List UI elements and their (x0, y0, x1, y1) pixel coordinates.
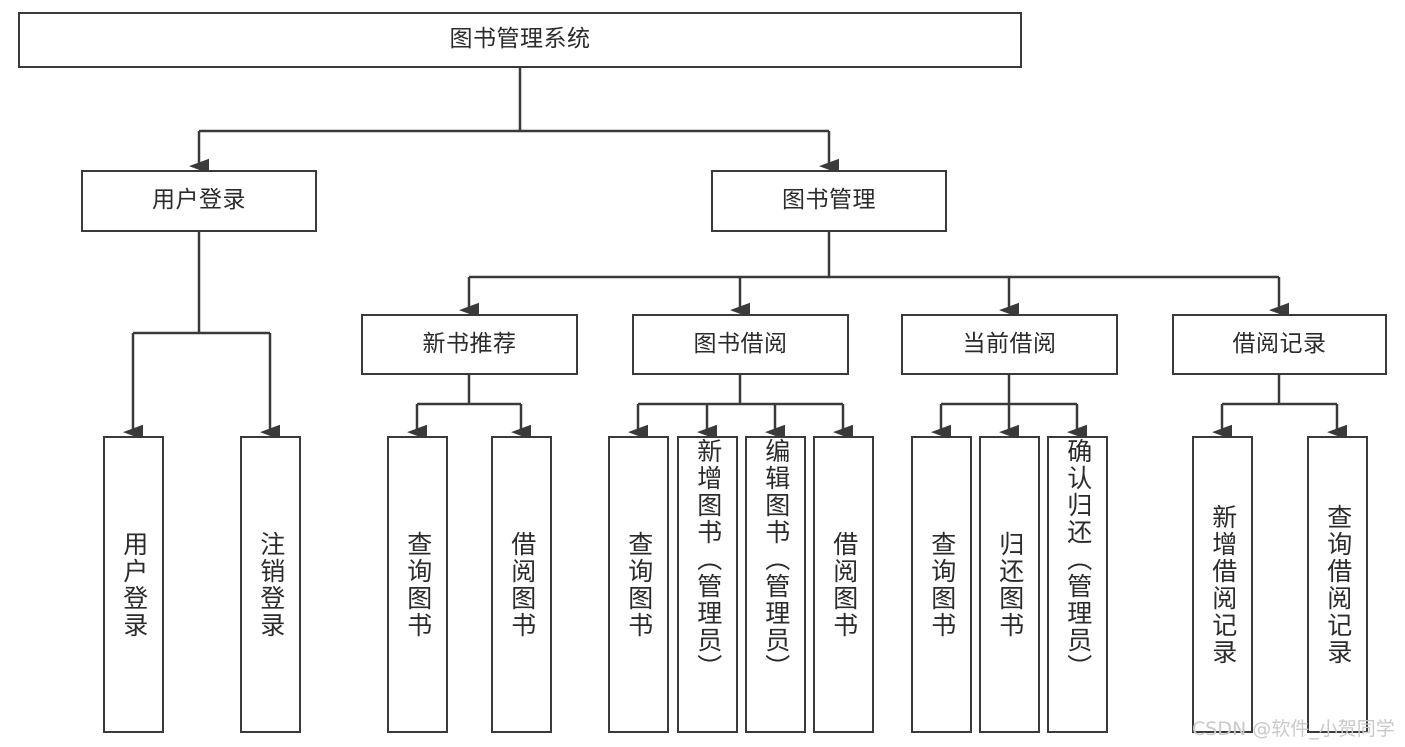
node-book-management[interactable]: 图书管理 (711, 170, 947, 232)
leaf-add-record[interactable]: 新增借阅记录 (1192, 436, 1253, 733)
leaf-query-book-3[interactable]: 查询图书 (911, 436, 972, 733)
leaf-user-login[interactable]: 用户登录 (103, 436, 164, 733)
leaf-add-book-label: 新增图书（管理员） (693, 438, 723, 681)
node-new-book-recommend-label: 新书推荐 (422, 330, 517, 357)
leaf-query-book-2-label: 查询图书 (624, 530, 654, 639)
leaf-logout-login[interactable]: 注销登录 (240, 436, 301, 733)
leaf-edit-book-label: 编辑图书（管理员） (761, 438, 791, 681)
leaf-query-book-2[interactable]: 查询图书 (608, 436, 669, 733)
leaf-confirm-return[interactable]: 确认归还（管理员） (1047, 436, 1108, 733)
leaf-add-book[interactable]: 新增图书（管理员） (677, 436, 738, 733)
leaf-borrow-book-1-label: 借阅图书 (507, 530, 537, 639)
node-current-borrow-label: 当前借阅 (962, 330, 1057, 357)
node-root[interactable]: 图书管理系统 (18, 12, 1022, 68)
leaf-borrow-book-1[interactable]: 借阅图书 (491, 436, 552, 733)
leaf-return-book-label: 归还图书 (995, 530, 1025, 639)
node-new-book-recommend[interactable]: 新书推荐 (361, 314, 578, 375)
node-book-management-label: 图书管理 (782, 187, 876, 214)
node-root-label: 图书管理系统 (449, 26, 591, 53)
leaf-logout-login-label: 注销登录 (256, 530, 286, 639)
leaf-user-login-label: 用户登录 (119, 530, 149, 639)
leaf-query-record-label: 查询借阅记录 (1323, 503, 1353, 666)
leaf-query-book-3-label: 查询图书 (927, 530, 957, 639)
node-current-borrow[interactable]: 当前借阅 (901, 314, 1118, 375)
leaf-query-book-1-label: 查询图书 (403, 530, 433, 639)
node-user-login[interactable]: 用户登录 (81, 170, 317, 232)
node-book-borrow[interactable]: 图书借阅 (632, 314, 849, 375)
leaf-query-record[interactable]: 查询借阅记录 (1307, 436, 1368, 733)
leaf-add-record-label: 新增借阅记录 (1208, 503, 1238, 666)
node-borrow-record-label: 借阅记录 (1232, 330, 1327, 357)
leaf-edit-book[interactable]: 编辑图书（管理员） (745, 436, 806, 733)
leaf-confirm-return-label: 确认归还（管理员） (1063, 438, 1093, 681)
leaf-return-book[interactable]: 归还图书 (979, 436, 1040, 733)
node-book-borrow-label: 图书借阅 (693, 330, 788, 357)
csdn-watermark: CSDN @软件_小贺同学 (1192, 718, 1395, 740)
node-user-login-label: 用户登录 (152, 187, 246, 214)
leaf-borrow-book-2[interactable]: 借阅图书 (813, 436, 874, 733)
node-borrow-record[interactable]: 借阅记录 (1172, 314, 1387, 375)
leaf-borrow-book-2-label: 借阅图书 (829, 530, 859, 639)
leaf-query-book-1[interactable]: 查询图书 (387, 436, 448, 733)
